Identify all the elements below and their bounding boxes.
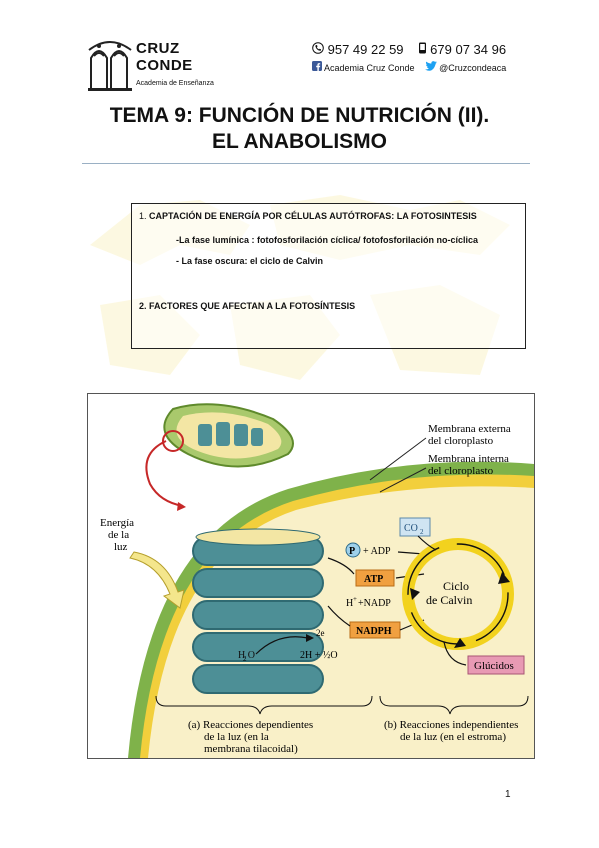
- nadph-label: NADPH: [356, 626, 392, 637]
- light-energy-label-3: luz: [114, 541, 128, 553]
- h-nadp-label: H: [346, 598, 353, 609]
- page-header: CRUZ CONDE Academia de Enseñanza 957 49 …: [0, 0, 599, 100]
- logo-line2: CONDE: [136, 57, 193, 74]
- co2-subscript: 2: [420, 528, 424, 536]
- adp-label: + ADP: [363, 546, 391, 557]
- calvin-cycle: Ciclo de Calvin: [402, 538, 514, 650]
- light-energy-label-2: de la: [108, 529, 129, 541]
- toc-item-2: 2. FACTORES QUE AFECTAN A LA FOTOSÍNTESI…: [139, 301, 356, 311]
- bracket-light-reactions: [155, 695, 373, 715]
- title-divider: [82, 163, 530, 164]
- water-label: H O: [238, 650, 255, 661]
- light-energy-label-1: Energía: [100, 517, 134, 529]
- chloroplast-inset: [145, 403, 294, 511]
- toc-item-1-number: 1.: [139, 211, 147, 221]
- caption-a-line1: (a) Reacciones dependientes: [188, 719, 313, 731]
- title-line1: TEMA 9: FUNCIÓN DE NUTRICIÓN (II).: [109, 104, 490, 127]
- twitter-handle: @Cruzcondeaca: [439, 63, 507, 73]
- twitter-icon: [424, 61, 437, 71]
- outer-membrane-label-2: del cloroplasto: [428, 435, 494, 447]
- light-arrow: [129, 551, 185, 609]
- facebook-handle: Academia Cruz Conde: [324, 63, 415, 73]
- phosphate-label: P: [349, 546, 355, 557]
- title-line2: EL ANABOLISMO: [211, 130, 387, 153]
- mobile-icon: [418, 42, 426, 54]
- products-label: 2H + ½O: [300, 650, 338, 661]
- photosynthesis-figure: Membrana externa del cloroplasto Membran…: [87, 393, 535, 759]
- logo-line1: CRUZ: [136, 40, 180, 57]
- page-number: 1: [505, 789, 511, 800]
- toc-item-1-text: CAPTACIÓN DE ENERGÍA POR CÉLULAS AUTÓTRO…: [149, 211, 477, 221]
- phone-number: 957 49 22 59: [327, 42, 404, 57]
- contact-info: 957 49 22 59 679 07 34 96 Academia Cruz …: [312, 42, 542, 73]
- mosque-arch-icon: [88, 41, 132, 91]
- logo-subtitle: Academia de Enseñanza: [136, 80, 214, 87]
- phone-icon: [312, 42, 324, 54]
- toc-item-1: 1. CAPTACIÓN DE ENERGÍA POR CÉLULAS AUTÓ…: [139, 211, 477, 221]
- calvin-label-1: Ciclo: [443, 579, 469, 593]
- toc-subitem-dark-phase: - La fase oscura: el ciclo de Calvin: [176, 256, 324, 266]
- table-of-contents: 1. CAPTACIÓN DE ENERGÍA POR CÉLULAS AUTÓ…: [131, 203, 526, 349]
- facebook-icon: [312, 61, 322, 71]
- inner-membrane-label-2: del cloroplasto: [428, 465, 494, 477]
- caption-b-line1: (b) Reacciones independientes: [384, 719, 518, 731]
- calvin-label-2: de Calvin: [426, 593, 472, 607]
- chloroplast-diagram: Membrana externa del cloroplasto Membran…: [100, 403, 534, 758]
- thylakoid-stack: [192, 528, 324, 694]
- toc-subitem-light-phase: -La fase lumínica : fotofosforilación cí…: [176, 235, 479, 245]
- outer-membrane-label-1: Membrana externa: [428, 423, 511, 435]
- glucidos-label: Glúcidos: [474, 660, 514, 672]
- h-superscript: +: [353, 595, 357, 603]
- electrons-label: 2e: [316, 628, 325, 638]
- co2-label: CO: [404, 523, 418, 534]
- page-title: TEMA 9: FUNCIÓN DE NUTRICIÓN (II). EL AN…: [0, 103, 599, 155]
- atp-label: ATP: [364, 574, 383, 585]
- water-subscript: 2: [243, 655, 247, 663]
- caption-a-line3: membrana tilacoidal): [204, 743, 298, 755]
- nadp-label: +NADP: [358, 598, 391, 609]
- caption-a-line2: de la luz (en la: [204, 731, 269, 743]
- bracket-dark-reactions: [379, 695, 529, 715]
- caption-b-line2: de la luz (en el estroma): [400, 731, 506, 743]
- inner-membrane-label-1: Membrana interna: [428, 453, 509, 465]
- academy-logo: CRUZ CONDE Academia de Enseñanza: [88, 36, 248, 92]
- mobile-number: 679 07 34 96: [430, 42, 507, 57]
